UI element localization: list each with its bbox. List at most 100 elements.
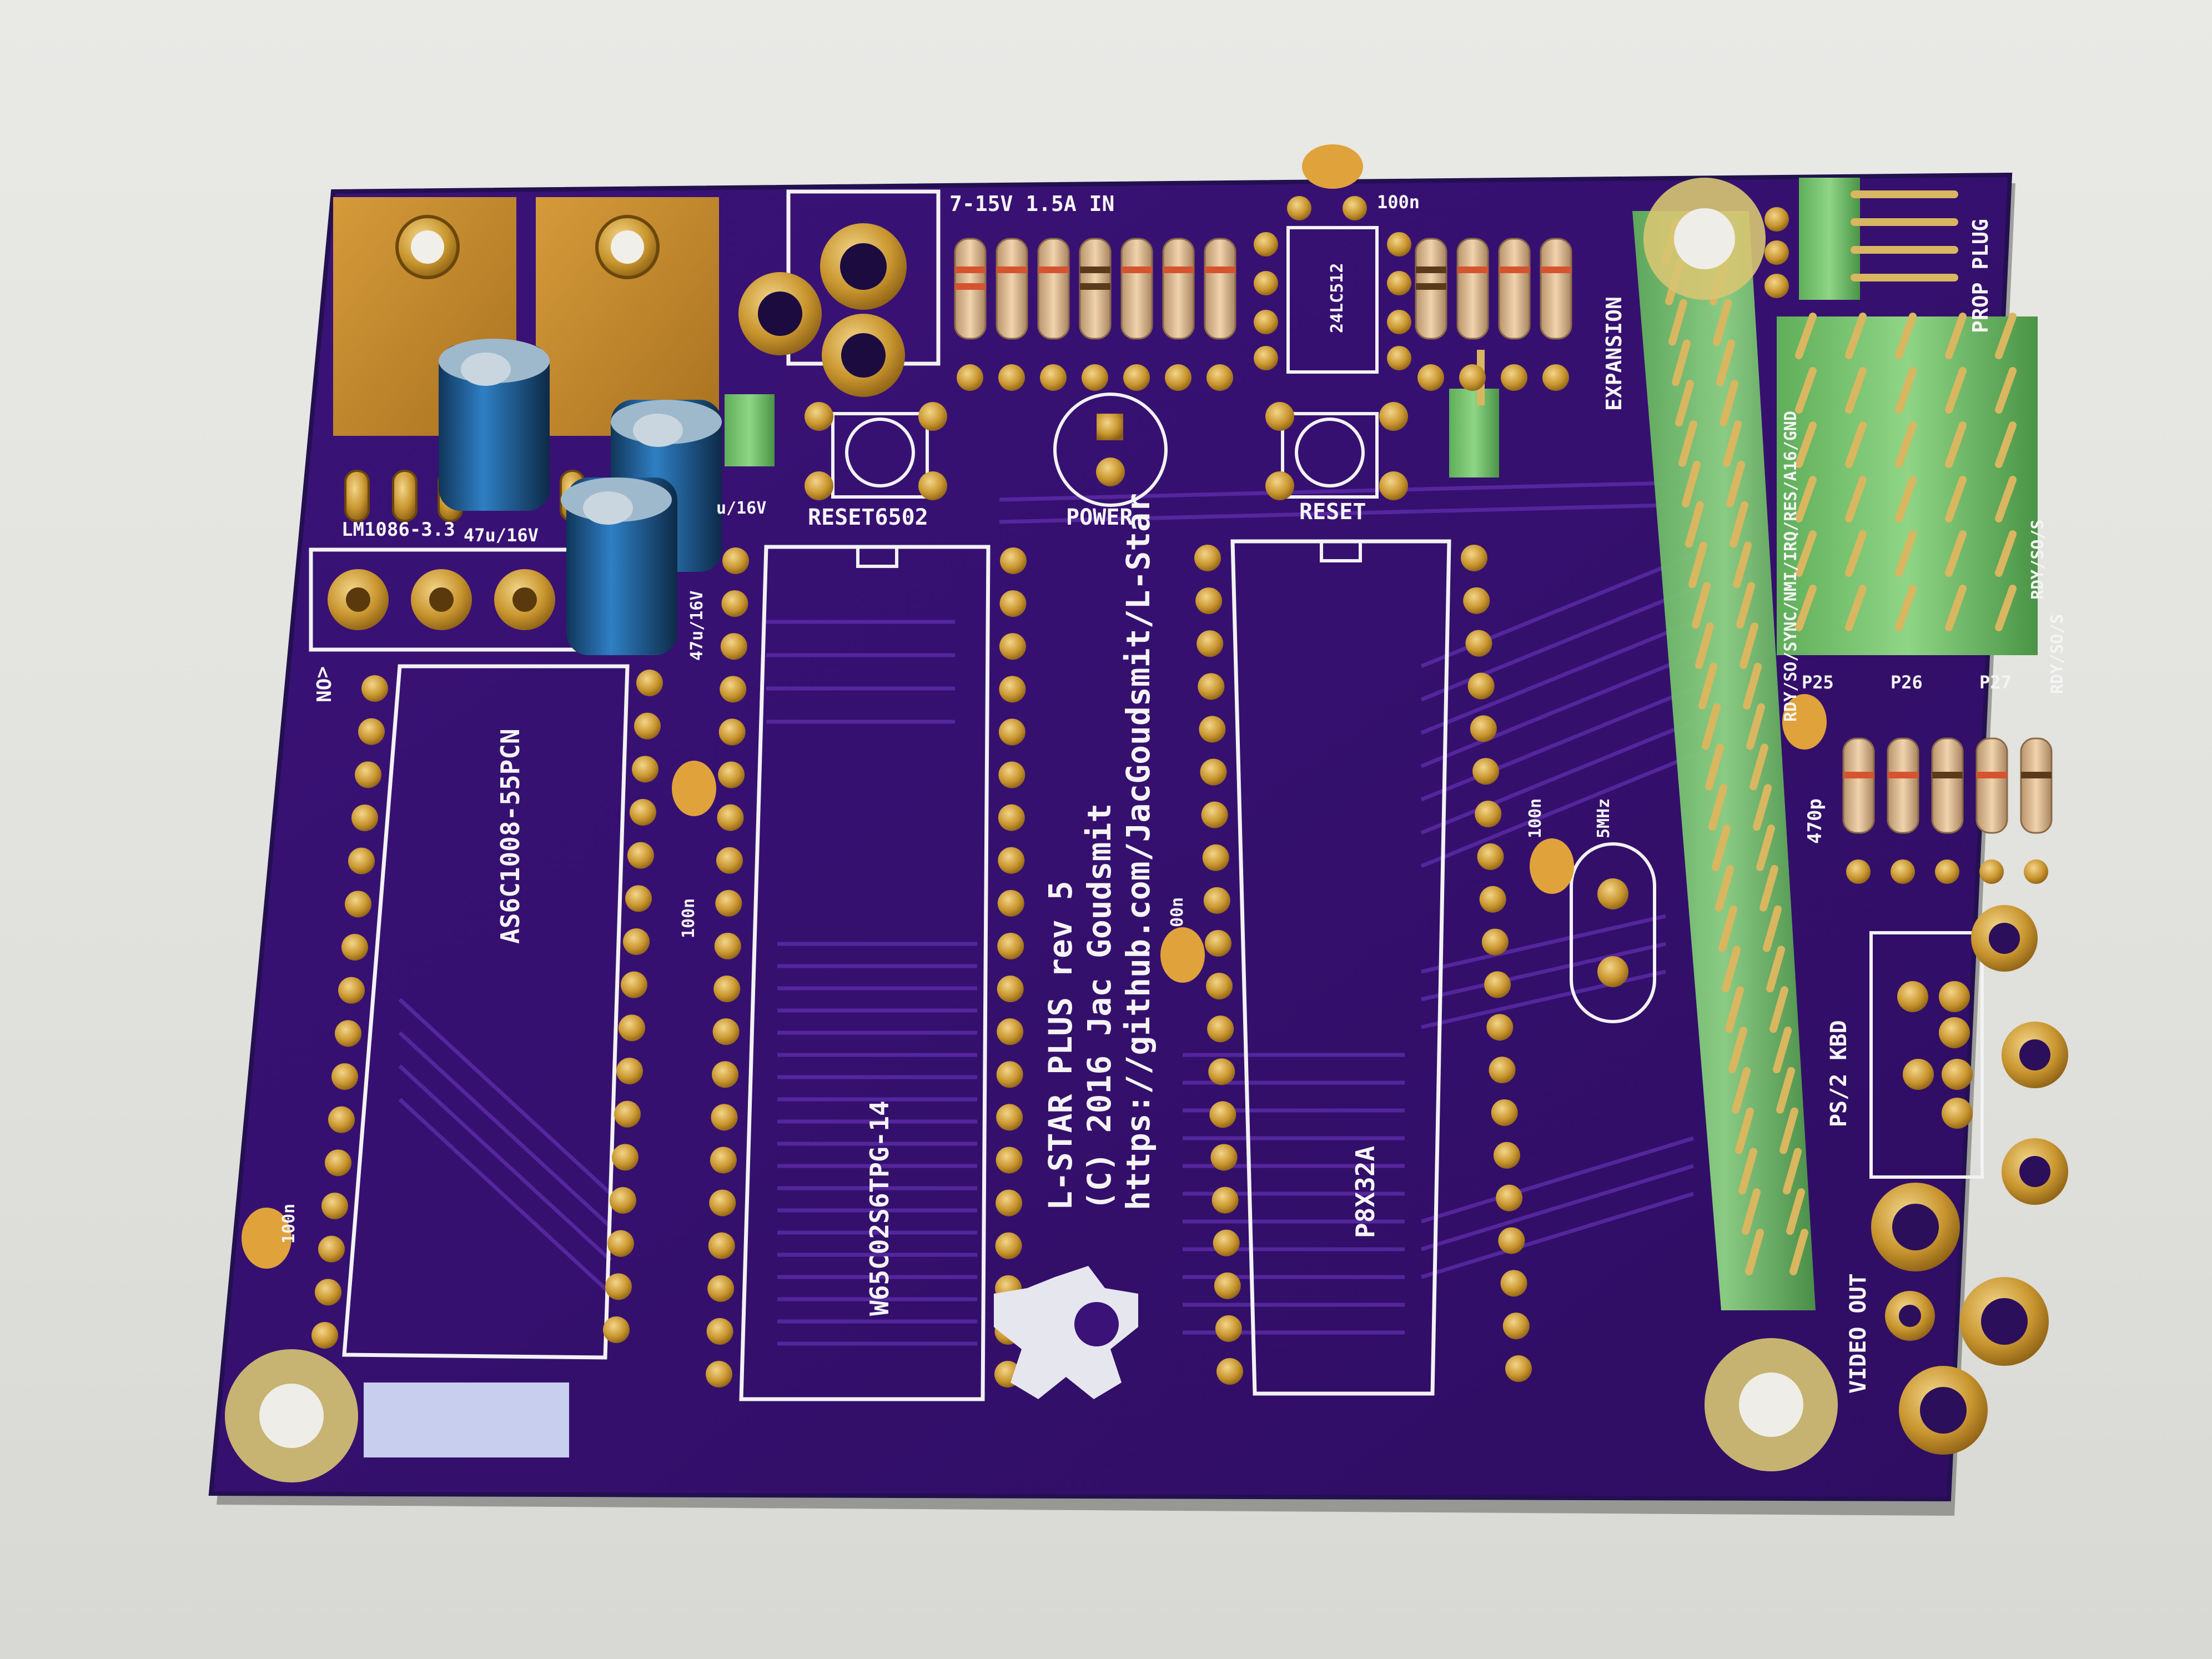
solder-pad [1195, 587, 1223, 615]
header-pin [1766, 946, 1785, 993]
solder-pad [1203, 887, 1230, 914]
header-pin [1789, 1229, 1808, 1275]
header-pin [1692, 582, 1711, 629]
solder-pad [1493, 1142, 1520, 1169]
header-pin [1895, 313, 1917, 359]
solder-pad [1489, 1057, 1516, 1084]
board-title-line1: L-STAR PLUS rev 5 [1042, 881, 1079, 1210]
label-cap-100n-sram: 100n [679, 898, 698, 938]
label-on: <ON [311, 666, 334, 702]
header-pin [1708, 784, 1727, 831]
solder-pad [345, 891, 371, 918]
label-crystal: 5MHz [1594, 798, 1613, 838]
solder-pad [722, 547, 749, 574]
solder-pad [1207, 1015, 1234, 1043]
solder-pad [706, 1361, 732, 1387]
solder-pad [998, 847, 1025, 874]
solder-pad [1465, 630, 1492, 657]
prop-plug-header [1764, 178, 1958, 300]
label-cap-47u-a: 47u/16V [464, 525, 539, 546]
solder-pad [621, 971, 647, 998]
header-pin [1725, 986, 1744, 1033]
label-expansion: EXPANSION [1602, 296, 1626, 411]
solder-pad [616, 1058, 643, 1084]
solder-pad [997, 932, 1024, 959]
label-eeprom: 24LC512 [1328, 263, 1347, 333]
header-pin [1945, 313, 1967, 359]
solder-pad [999, 633, 1026, 660]
header-pin [1786, 1188, 1805, 1235]
reset6502-button [805, 402, 947, 500]
header-pin [1688, 541, 1707, 589]
header-pin [1713, 299, 1732, 346]
solder-pad [1470, 715, 1497, 742]
header-pin [1995, 476, 2017, 522]
header-pin [1750, 743, 1768, 791]
header-pin [1702, 703, 1721, 750]
solder-pad [630, 799, 656, 826]
header-pin [1995, 585, 2017, 631]
header-pin [1730, 501, 1748, 548]
header-pin [1845, 313, 1867, 359]
solder-pad [715, 889, 742, 917]
header-pin [1779, 1107, 1798, 1154]
header-pin [1746, 703, 1765, 750]
solder-pad [610, 1187, 636, 1214]
solder-pad [632, 756, 658, 783]
solder-pad [335, 1020, 361, 1047]
board-title-line2: (C) 2016 Jac Goudsmit [1080, 803, 1118, 1210]
header-pin [1738, 1148, 1757, 1195]
header-pin [1795, 367, 1817, 414]
solder-pad [996, 1104, 1023, 1131]
solder-pad [634, 712, 661, 740]
solder-pad [996, 1189, 1023, 1216]
solder-pad [998, 718, 1025, 746]
solder-pad [712, 1061, 739, 1088]
header-pin [1995, 530, 2017, 577]
header-pin [1945, 421, 1967, 468]
header-pin [1715, 864, 1734, 912]
solder-pad [1475, 801, 1502, 828]
solder-pad [328, 1106, 355, 1133]
solder-pad [358, 718, 385, 745]
header-pin [1845, 585, 1867, 631]
label-bus-signals-right: RDY/SO/S [2048, 614, 2067, 695]
solder-pad [707, 1275, 735, 1302]
header-pin [1733, 541, 1752, 589]
board-title-line3: https://github.com/JacGoudsmit/L-Star [1119, 493, 1157, 1210]
header-pin [1698, 662, 1717, 710]
label-prop-plug: PROP PLUG [1968, 219, 1993, 333]
solder-pad [1194, 545, 1221, 571]
solder-pad [619, 1014, 645, 1042]
solder-pad [625, 885, 652, 912]
label-propeller: P8X32A [1350, 1146, 1380, 1238]
label-cap-100n-bl: 100n [279, 1204, 299, 1244]
label-power-in: 7-15V 1.5A IN [949, 192, 1114, 216]
solder-pad [717, 804, 744, 831]
header-pin [1672, 339, 1691, 386]
solder-pad [706, 1318, 733, 1345]
header-pin [1945, 585, 1967, 631]
header-pin [1995, 313, 2017, 359]
header-pin [1895, 421, 1917, 468]
solder-pad [361, 675, 388, 702]
power-led [1053, 393, 1168, 507]
solder-pad [351, 805, 378, 831]
bus-header-block [1777, 313, 2038, 655]
label-cap-100n-prop: 100n [1526, 798, 1545, 838]
solder-pad [325, 1149, 351, 1177]
solder-pad [1502, 1313, 1530, 1340]
header-pin [1945, 367, 1967, 414]
label-cpu: W65C02S6TPG-14 [864, 1100, 894, 1316]
solder-pad [338, 977, 365, 1004]
solder-pad [1201, 801, 1228, 828]
label-patch [364, 1382, 569, 1457]
label-bus-signals: RDY/SO/SYNC/NMI/IRQ/RES/A16/GND [1781, 411, 1801, 722]
solder-pad [603, 1316, 630, 1343]
header-pin [1753, 784, 1772, 831]
header-pin [1743, 662, 1762, 710]
label-reset: RESET [1299, 499, 1366, 525]
solder-pad [636, 670, 663, 696]
solder-pad [627, 842, 654, 869]
header-pin [1735, 1107, 1754, 1154]
